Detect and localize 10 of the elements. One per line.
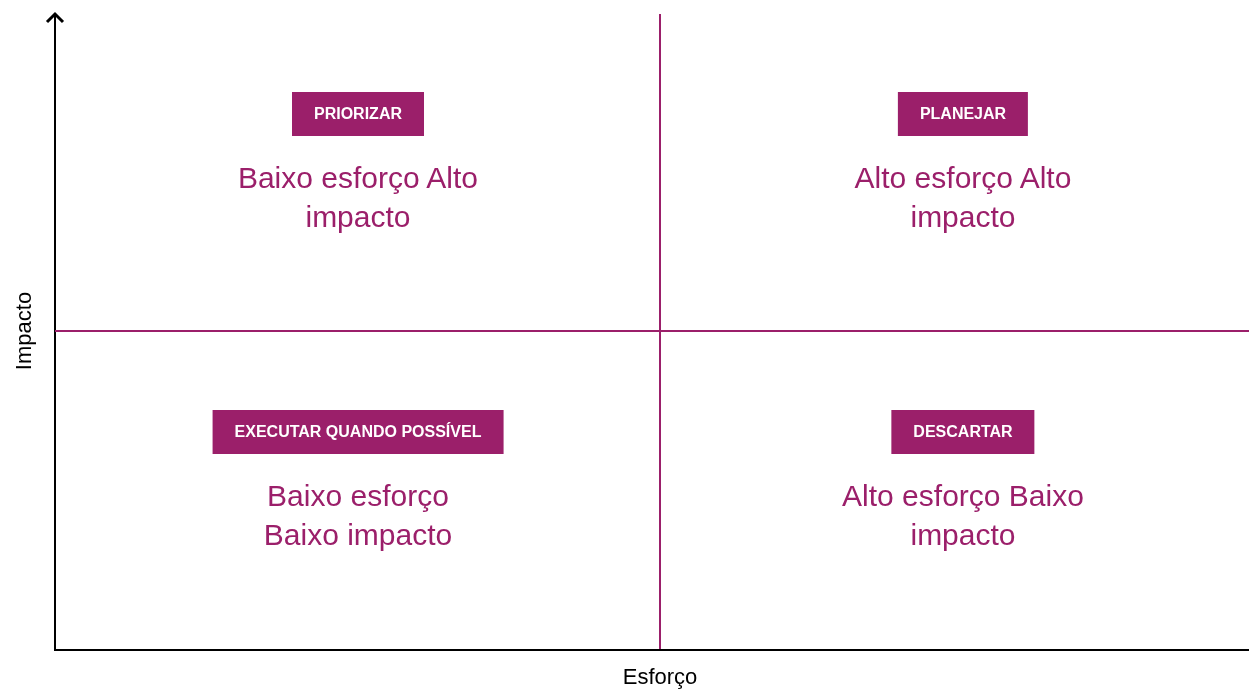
quadrant-description: Baixo esforço Baixo impacto [262,478,454,553]
x-axis-label: Esforço [622,664,698,690]
quadrant-tag: PLANEJAR [897,92,1029,136]
quadrant-tag: DESCARTAR [891,410,1035,454]
quadrant-tag: EXECUTAR QUANDO POSSÍVEL [212,410,504,454]
quadrant-tag: PRIORIZAR [292,92,424,136]
y-axis-label: Impacto [11,291,37,371]
quadrant-description: Alto esforço Alto impacto [853,160,1073,235]
quadrant-description: Alto esforço Baixo impacto [841,478,1085,553]
quadrant-description: Baixo esforço Alto impacto [236,160,480,235]
